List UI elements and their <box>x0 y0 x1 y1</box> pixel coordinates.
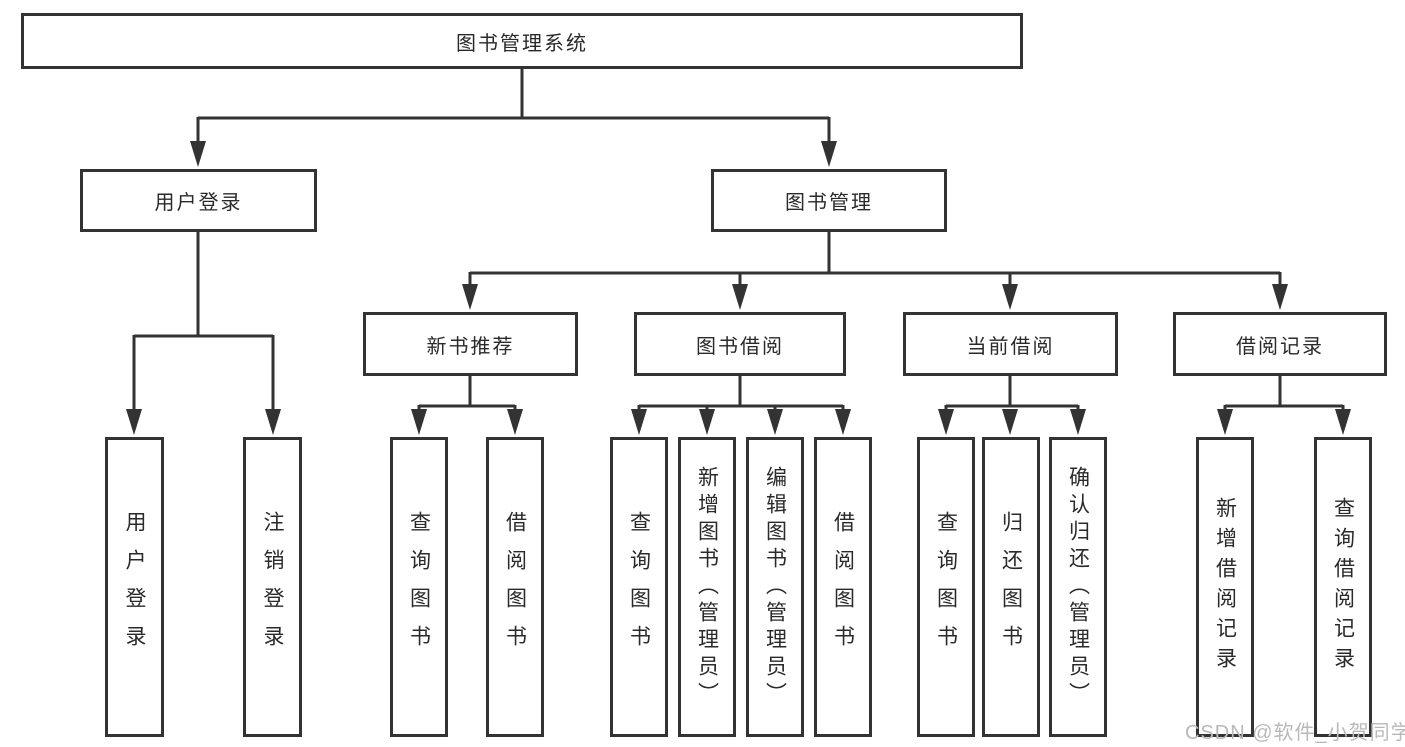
leaf-query-borrow-record: 查询借阅记录 <box>1314 437 1372 737</box>
leaf-user-login: 用户登录 <box>105 437 164 737</box>
leaf-add-borrow-record-label: 新增借阅记录 <box>1213 497 1237 677</box>
node-book-borrowing-label: 图书借阅 <box>696 335 784 358</box>
leaf-query-books-1-label: 查询图书 <box>407 511 431 663</box>
leaf-confirm-return-admin: 确认归还（管理员） <box>1049 437 1107 737</box>
leaf-add-books-admin-label: 新增图书（管理员） <box>695 465 719 709</box>
node-root-system: 图书管理系统 <box>21 13 1023 69</box>
leaf-query-borrow-record-label: 查询借阅记录 <box>1331 497 1355 677</box>
csdn-watermark: CSDN @软件_小贺同学 <box>1185 722 1405 744</box>
leaf-edit-books-admin-label: 编辑图书（管理员） <box>763 465 787 709</box>
node-book-borrowing: 图书借阅 <box>634 312 846 376</box>
leaf-query-books-3-label: 查询图书 <box>934 511 958 663</box>
node-borrowing-records-label: 借阅记录 <box>1236 335 1324 358</box>
node-current-borrowing-label: 当前借阅 <box>966 335 1055 358</box>
node-new-book-recommend-label: 新书推荐 <box>426 335 515 358</box>
node-new-book-recommend: 新书推荐 <box>363 312 578 376</box>
node-user-login-label: 用户登录 <box>154 192 243 214</box>
leaf-query-books-2: 查询图书 <box>610 437 668 737</box>
leaf-confirm-return-admin-label: 确认归还（管理员） <box>1066 465 1090 709</box>
node-borrowing-records: 借阅记录 <box>1173 312 1387 376</box>
leaf-borrow-books-1: 借阅图书 <box>486 437 544 737</box>
leaf-logout: 注销登录 <box>243 437 302 737</box>
leaf-borrow-books-2: 借阅图书 <box>814 437 872 737</box>
leaf-borrow-books-2-label: 借阅图书 <box>831 511 855 663</box>
leaf-add-borrow-record: 新增借阅记录 <box>1196 437 1254 737</box>
leaf-logout-label: 注销登录 <box>261 511 284 663</box>
leaf-user-login-label: 用户登录 <box>123 511 146 663</box>
leaf-query-books-3: 查询图书 <box>917 437 975 737</box>
node-root-label: 图书管理系统 <box>456 32 588 55</box>
node-current-borrowing: 当前借阅 <box>903 312 1118 376</box>
leaf-return-books: 归还图书 <box>982 437 1040 737</box>
leaf-borrow-books-1-label: 借阅图书 <box>503 511 527 663</box>
leaf-return-books-label: 归还图书 <box>999 511 1023 663</box>
node-book-management-label: 图书管理 <box>785 192 873 214</box>
node-user-login: 用户登录 <box>80 169 317 232</box>
leaf-query-books-1: 查询图书 <box>390 437 448 737</box>
node-book-management: 图书管理 <box>711 169 947 232</box>
leaf-add-books-admin: 新增图书（管理员） <box>678 437 736 737</box>
leaf-edit-books-admin: 编辑图书（管理员） <box>746 437 804 737</box>
leaf-query-books-2-label: 查询图书 <box>627 511 651 663</box>
